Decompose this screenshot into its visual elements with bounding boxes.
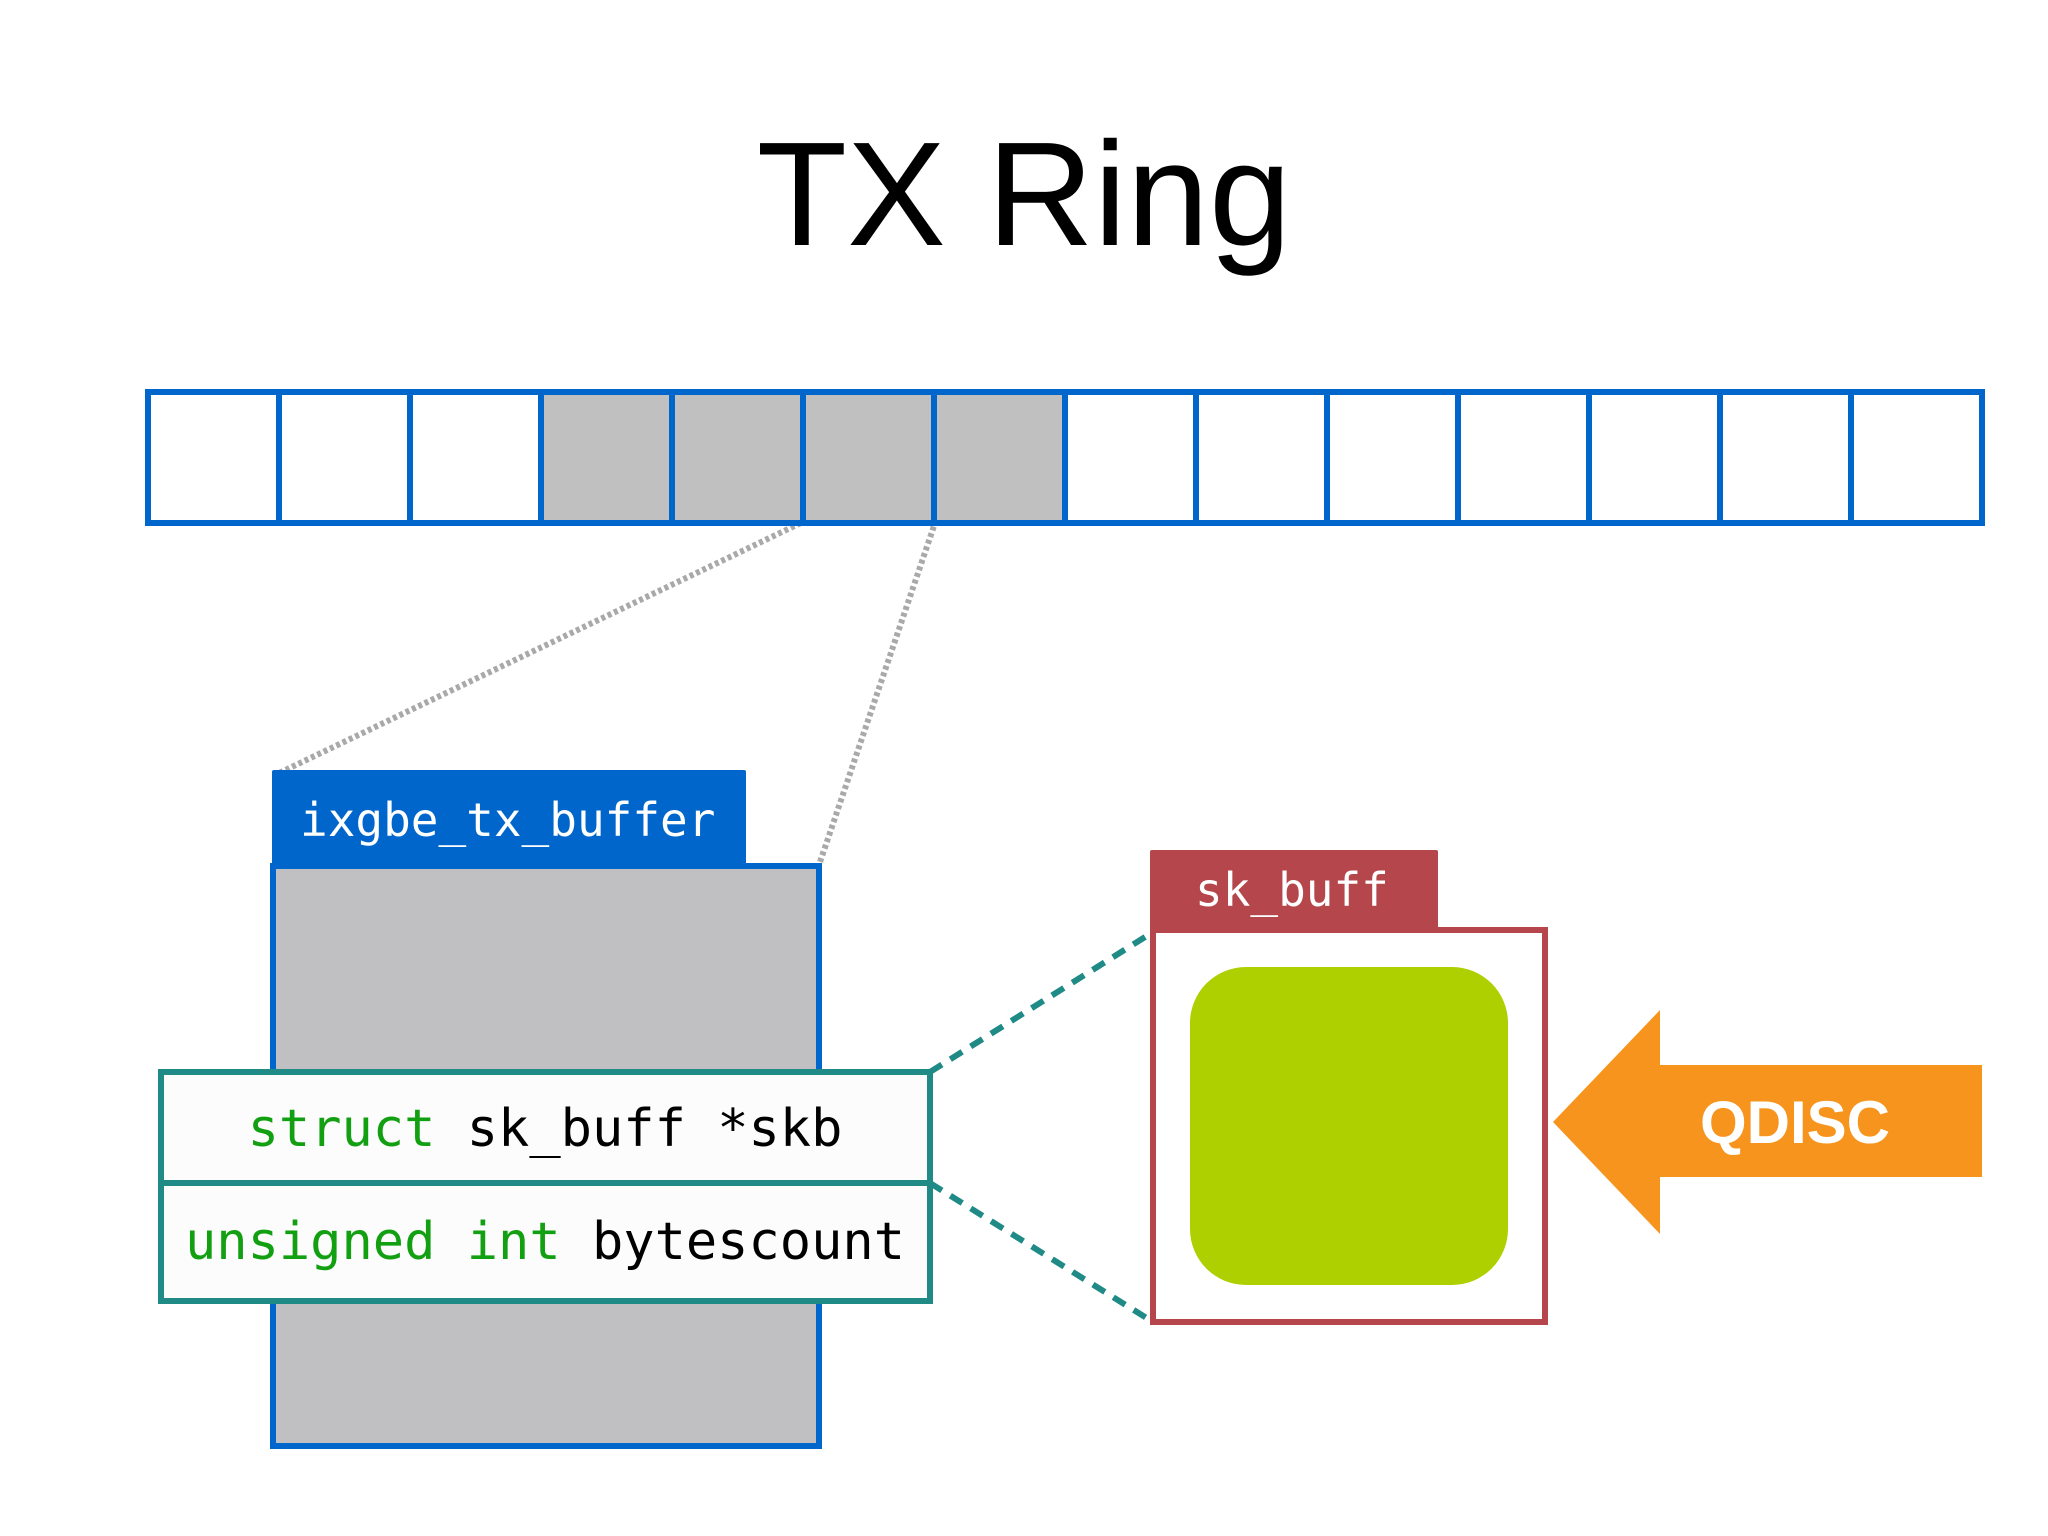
packet-payload [1190, 967, 1508, 1285]
field-skb-text: struct sk_buff *skb [248, 1099, 843, 1159]
ring-slot-free [145, 389, 282, 526]
ring-slot-free [1455, 389, 1592, 526]
field-bytescount-text: unsigned int bytescount [185, 1212, 905, 1272]
skb-pointer-line-bottom [928, 1180, 1155, 1325]
ring-slot-free [1062, 389, 1199, 526]
zoom-line-right [815, 519, 939, 869]
tx-buffer-label: ixgbe_tx_buffer [300, 793, 715, 847]
ring-slot-free [1586, 389, 1723, 526]
ring-slot-used [538, 389, 675, 526]
tx-buffer-fields: struct sk_buff *skb unsigned int bytesco… [158, 1069, 933, 1304]
ring-slot-free [276, 389, 413, 526]
ring-slot-free [1848, 389, 1985, 526]
ring-slot-free [407, 389, 544, 526]
ring-slot-used [931, 389, 1068, 526]
diagram-title: TX Ring [757, 112, 1292, 277]
qdisc-label: QDISC [1700, 1089, 1890, 1156]
skb-label: sk_buff [1195, 863, 1389, 917]
zoom-line-left [273, 517, 809, 778]
field-bytescount [158, 1180, 933, 1304]
ring-slot-free [1324, 389, 1461, 526]
tx-buffer-tab: ixgbe_tx_buffer [272, 770, 746, 868]
skb-tab: sk_buff [1150, 850, 1438, 932]
ring-slot-used [800, 389, 937, 526]
skb-pointer-line-top [928, 929, 1155, 1075]
tx-ring [145, 389, 1985, 526]
ring-slot-free [1717, 389, 1854, 526]
ring-slot-used [669, 389, 806, 526]
qdisc-arrow: QDISC [1553, 1010, 1982, 1234]
ring-slot-free [1193, 389, 1330, 526]
